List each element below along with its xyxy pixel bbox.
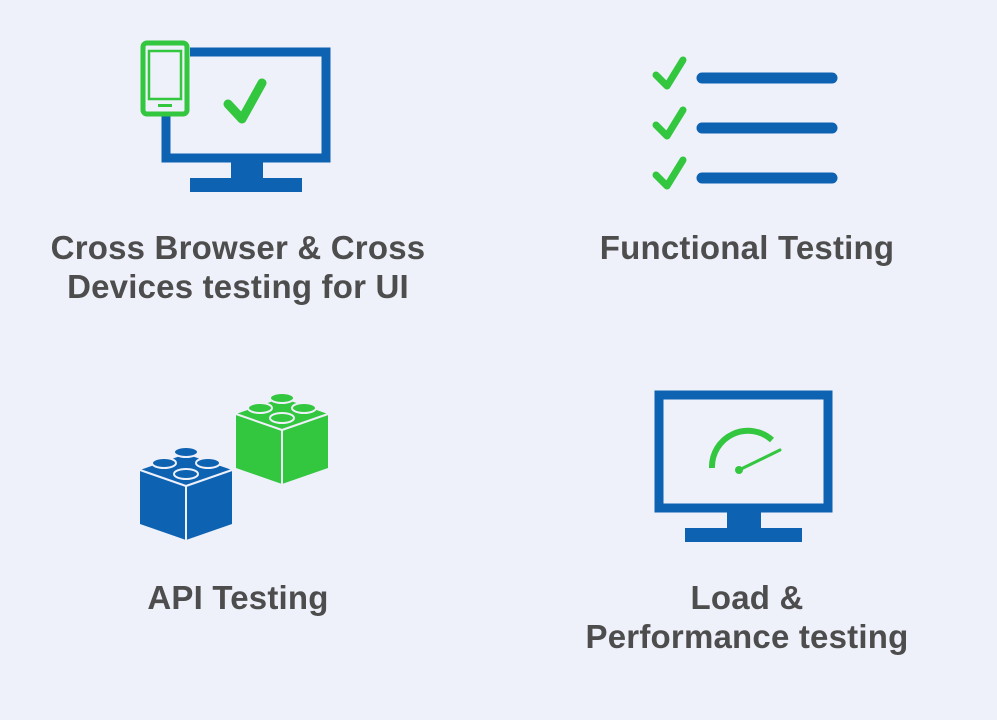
checkmark-icon xyxy=(652,156,687,190)
title-line-2: Performance testing xyxy=(585,618,909,655)
title-line-1: Functional Testing xyxy=(599,229,895,266)
title-line-1: Cross Browser & Cross xyxy=(50,229,426,266)
feature-title: Functional Testing xyxy=(547,228,947,267)
speedometer-gauge-icon xyxy=(708,427,782,474)
feature-title: Load & Performance testing xyxy=(547,578,947,656)
green-block xyxy=(235,392,329,484)
monitor-icon xyxy=(654,390,833,542)
checkmark-icon xyxy=(223,78,267,124)
checkmark-icon xyxy=(652,56,687,90)
mobile-phone-icon xyxy=(140,40,190,117)
blue-block xyxy=(139,446,233,540)
checkmark-icon xyxy=(652,106,687,140)
title-line-1: API Testing xyxy=(147,579,329,616)
feature-title: API Testing xyxy=(38,578,438,617)
feature-title: Cross Browser & Cross Devices testing fo… xyxy=(38,228,438,306)
title-line-1: Load & xyxy=(690,579,804,616)
title-line-2: Devices testing for UI xyxy=(67,268,409,305)
